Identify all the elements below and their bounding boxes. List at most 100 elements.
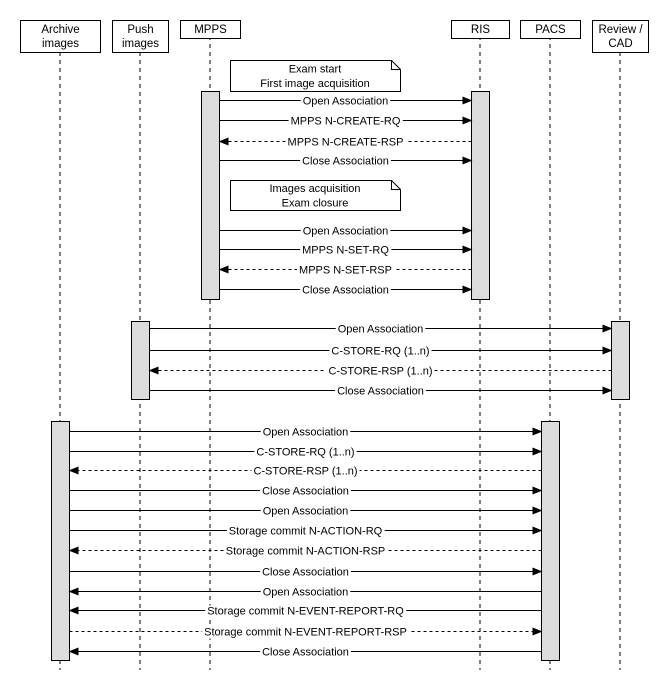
message-label-bg (300, 244, 392, 257)
activation-pacs (541, 421, 560, 661)
participant-label: Push (127, 24, 153, 36)
participant-label: PACS (535, 24, 566, 36)
activation-bars (51, 91, 630, 661)
message-label-bg (260, 505, 351, 518)
message-label-bg (260, 646, 351, 659)
message-label: Close Association (262, 486, 349, 498)
message-label-bg (300, 155, 391, 168)
participant-box (20, 20, 101, 53)
message-label-bg (335, 385, 426, 398)
message-label-bg (251, 465, 360, 478)
message-0: Open Association (219, 95, 473, 108)
message-18: Storage commit N-ACTION-RSP (68, 545, 542, 558)
message-label-bg (288, 115, 403, 128)
message-label: Storage commit N-EVENT-REPORT-RQ (207, 606, 404, 618)
message-label-bg (223, 545, 388, 558)
message-label-bg (260, 426, 351, 439)
participant-label: CAD (608, 38, 632, 50)
activation-push (131, 321, 150, 400)
message-17: Storage commit N-ACTION-RQ (69, 525, 543, 538)
message-5: MPPS N-SET-RQ (219, 244, 473, 257)
participant-label: images (122, 38, 159, 50)
message-label-bg (260, 566, 351, 579)
message-9: C-STORE-RQ (1..n) (149, 345, 613, 358)
message-label: Open Association (303, 226, 389, 238)
message-4: Open Association (219, 225, 473, 238)
message-label: Storage commit N-EVENT-REPORT-RSP (204, 627, 407, 639)
message-20: Open Association (68, 586, 542, 599)
note-text: First image acquisition (260, 78, 369, 90)
message-label: Open Association (338, 324, 424, 336)
participant-archive: Archive images (20, 20, 101, 53)
message-label-bg (260, 586, 351, 599)
message-1: MPPS N-CREATE-RQ (219, 115, 473, 128)
participant-label: MPPS (194, 24, 227, 36)
note-text: Exam closure (282, 197, 349, 209)
note-fold (391, 180, 401, 190)
message-label-bg (335, 323, 426, 336)
participant-box (592, 20, 649, 53)
message-label: C-STORE-RSP (1..n) (328, 366, 432, 378)
activation-mpps (201, 91, 220, 300)
participant-ris: RIS (451, 20, 510, 39)
message-label: C-STORE-RSP (1..n) (253, 466, 357, 478)
message-label: Close Association (262, 567, 349, 579)
message-label-bg (300, 284, 391, 297)
message-label: Open Association (263, 587, 349, 599)
participant-box (112, 20, 169, 53)
note-fold (391, 60, 401, 70)
participant-label: RIS (471, 24, 491, 36)
message-label: MPPS N-SET-RSP (299, 265, 392, 277)
message-23: Close Association (68, 646, 542, 659)
participant-box (180, 20, 241, 39)
message-label: MPPS N-CREATE-RQ (291, 116, 401, 128)
message-label-bg (300, 95, 391, 108)
message-label: C-STORE-RQ (1..n) (331, 346, 429, 358)
message-label-bg (254, 446, 357, 459)
message-22: Storage commit N-EVENT-REPORT-RSP (69, 626, 543, 639)
participant-label: Review / (598, 24, 643, 36)
message-21: Storage commit N-EVENT-REPORT-RQ (68, 605, 542, 618)
message-label-bg (202, 626, 409, 639)
participant-label: Archive (41, 24, 79, 36)
message-label: Open Association (263, 506, 349, 518)
message-label: Storage commit N-ACTION-RQ (229, 526, 383, 538)
message-label: Storage commit N-ACTION-RSP (226, 546, 386, 558)
message-label: MPPS N-CREATE-RSP (288, 137, 404, 149)
message-13: C-STORE-RQ (1..n) (69, 446, 543, 459)
message-label: C-STORE-RQ (1..n) (256, 447, 354, 459)
note-text: Exam start (289, 63, 342, 75)
note-box (230, 60, 401, 92)
message-3: Close Association (219, 155, 473, 168)
message-15: Close Association (69, 485, 543, 498)
message-label-bg (329, 345, 432, 358)
message-11: Close Association (149, 385, 613, 398)
message-label-bg (326, 365, 435, 378)
message-14: C-STORE-RSP (1..n) (68, 465, 542, 478)
message-label: MPPS N-SET-RQ (302, 245, 389, 257)
note-text: Images acquisition (269, 183, 360, 195)
message-label-bg (285, 136, 406, 149)
message-label-bg (260, 485, 351, 498)
participant-headers: Archive images Push images MPPS RIS PACS Review… (20, 20, 649, 53)
message-16: Open Association (69, 505, 543, 518)
participant-label: images (42, 38, 79, 50)
activation-archive (51, 421, 70, 661)
message-8: Open Association (149, 323, 613, 336)
message-label: Open Association (263, 427, 349, 439)
message-label: Close Association (262, 647, 349, 659)
message-label-bg (297, 264, 394, 277)
note-box (230, 180, 401, 211)
message-7: Close Association (219, 284, 473, 297)
message-label: Close Association (337, 386, 424, 398)
participant-push: Push images (112, 20, 169, 53)
message-label: Close Association (302, 285, 389, 297)
participant-box (451, 20, 510, 39)
message-label: Open Association (303, 96, 389, 108)
participant-mpps: MPPS (180, 20, 241, 39)
message-10: C-STORE-RSP (1..n) (148, 365, 612, 378)
message-6: MPPS N-SET-RSP (218, 264, 472, 277)
